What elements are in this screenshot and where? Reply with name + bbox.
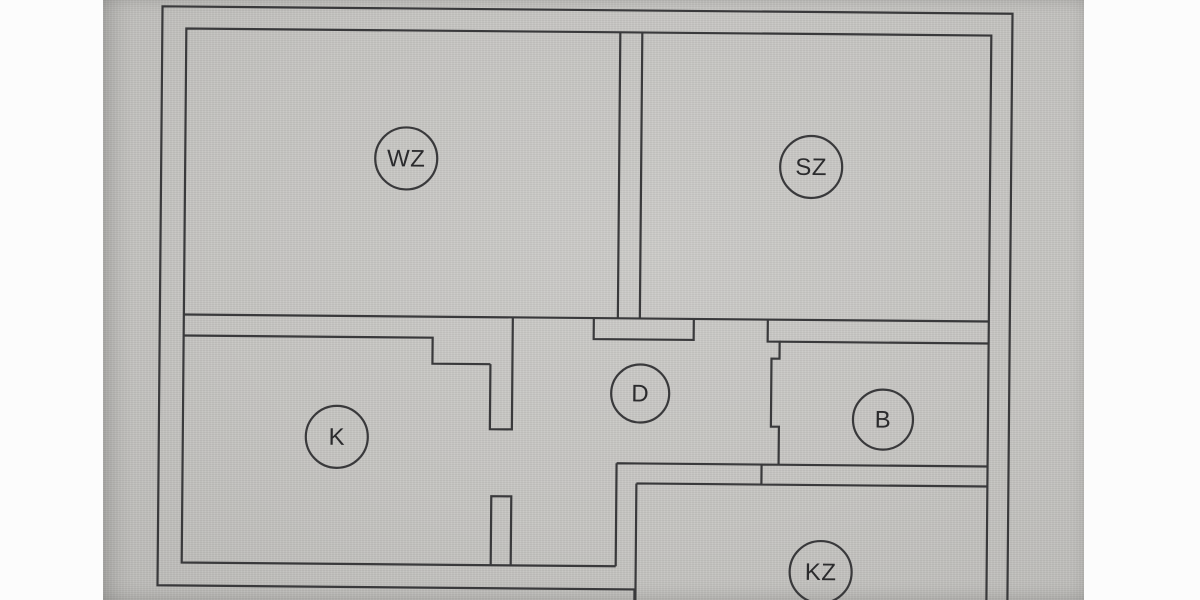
room-label-d: D	[610, 363, 671, 424]
outer-wall	[156, 5, 1014, 600]
room-label-circle-b	[851, 388, 915, 451]
room-label-kz: KZ	[788, 539, 853, 600]
floor-plan-photo: WZ SZ K D B	[103, 0, 1084, 600]
room-label-circle-wz	[374, 126, 439, 191]
room-label-sz: SZ	[779, 134, 844, 200]
inner-wall	[180, 27, 993, 600]
room-label-text-k: K	[328, 424, 345, 451]
room-label-circle-kz	[788, 539, 853, 600]
room-label-text-d: D	[631, 380, 649, 407]
room-label-circle-d	[610, 363, 671, 424]
room-label-circle-k	[304, 404, 369, 469]
room-label-text-wz: WZ	[387, 145, 426, 172]
hall-wall-stub	[592, 318, 695, 342]
walls	[156, 5, 1014, 600]
room-label-text-sz: SZ	[795, 154, 827, 181]
kz-walls	[614, 462, 988, 600]
room-label-circle-sz	[779, 134, 844, 200]
left-white-margin	[0, 0, 103, 600]
wz-sz-wall	[616, 32, 644, 319]
middle-wall-top-line	[183, 313, 989, 323]
kitchen-top-wall	[183, 334, 491, 366]
kitchen-hall-wall-upper	[488, 317, 514, 431]
room-label-b: B	[851, 388, 915, 451]
room-label-text-kz: KZ	[805, 559, 837, 586]
floor-plan: WZ SZ K D B	[156, 5, 1014, 600]
room-label-text-b: B	[875, 407, 892, 434]
right-white-margin	[1084, 0, 1200, 600]
room-labels: WZ SZ K D B	[304, 126, 915, 600]
bath-top-wall	[779, 340, 989, 345]
kitchen-hall-wall-lower	[489, 495, 513, 566]
room-label-wz: WZ	[374, 126, 439, 191]
room-label-k: K	[304, 404, 369, 469]
hall-bath-wall	[766, 319, 781, 465]
